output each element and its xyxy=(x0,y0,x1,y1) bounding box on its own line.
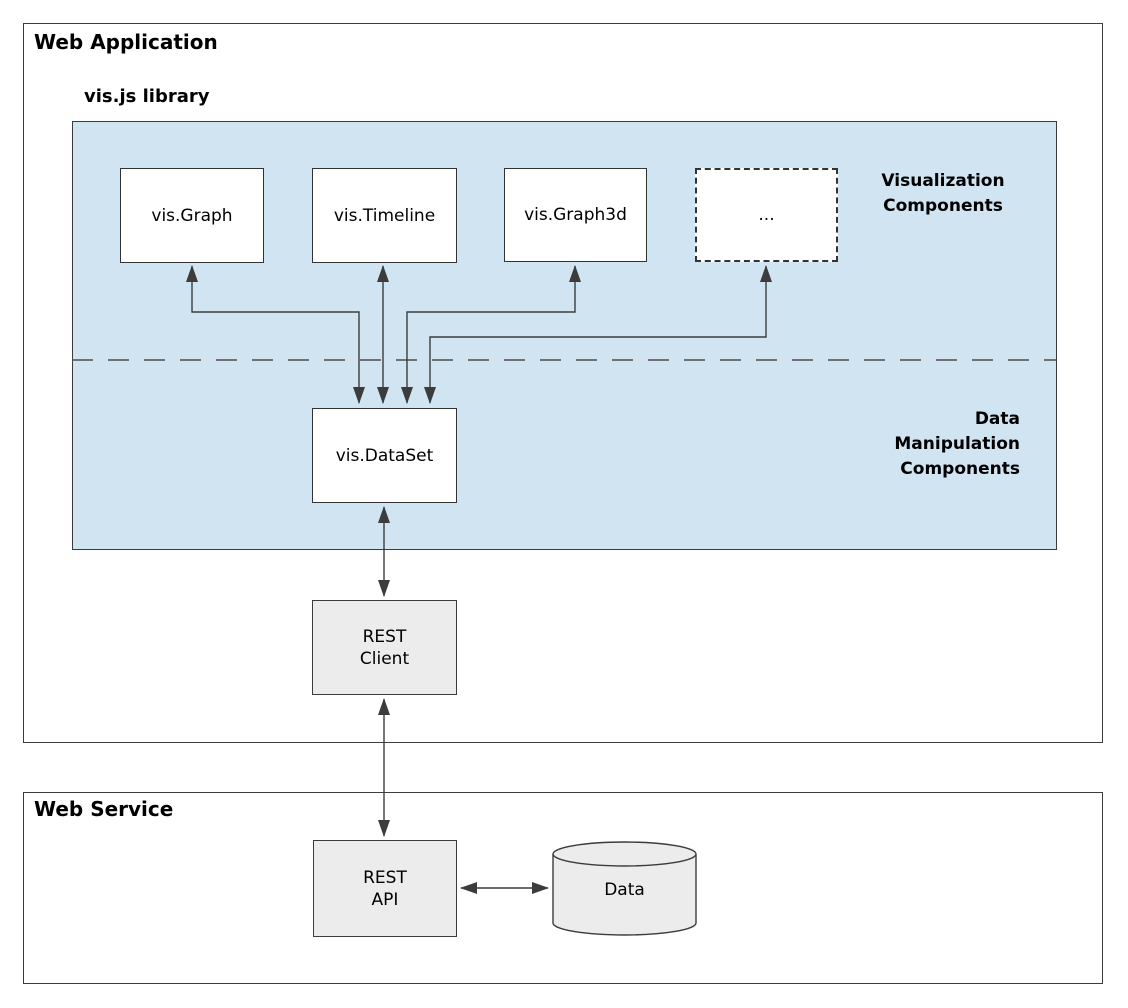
cylinder-body xyxy=(552,854,697,936)
vis-graph-label: vis.Graph xyxy=(151,205,233,226)
more-components-label: ... xyxy=(758,205,775,225)
data-store-cylinder: Data xyxy=(552,841,697,936)
component-box-vis-graph3d: vis.Graph3d xyxy=(504,168,647,262)
data-store-label: Data xyxy=(604,880,645,900)
component-box-more: ... xyxy=(695,168,838,262)
vis-timeline-label: vis.Timeline xyxy=(333,205,436,226)
web-application-title: Web Application xyxy=(34,30,218,54)
rest-client-box: REST Client xyxy=(312,600,457,695)
web-service-title: Web Service xyxy=(34,797,174,821)
component-box-vis-graph: vis.Graph xyxy=(120,168,264,263)
dataset-box: vis.DataSet xyxy=(312,408,457,503)
visualization-components-label: Visualization Components xyxy=(881,171,1005,216)
component-box-vis-timeline: vis.Timeline xyxy=(312,168,457,263)
rest-api-box: REST API xyxy=(313,840,457,937)
dataset-label: vis.DataSet xyxy=(335,445,434,466)
data-manipulation-components-label: Data Manipulation Components xyxy=(894,409,1020,479)
visjs-library-title: vis.js library xyxy=(84,86,210,107)
vis-graph3d-label: vis.Graph3d xyxy=(524,205,627,225)
rest-api-label: REST API xyxy=(363,867,407,910)
cylinder-top xyxy=(552,841,697,867)
rest-client-label: REST Client xyxy=(359,626,410,669)
